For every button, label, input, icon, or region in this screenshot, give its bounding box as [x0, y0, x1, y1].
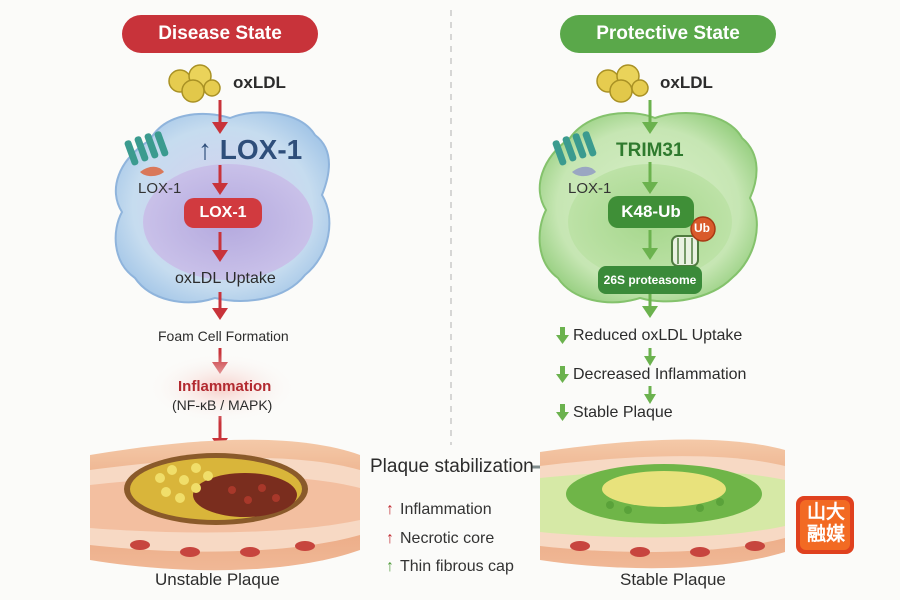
unstable-plaque-vessel: [90, 439, 360, 571]
k48-ub-box: K48-Ub: [608, 196, 694, 228]
legend-label: Thin fibrous cap: [400, 558, 514, 575]
proteasome-box: 26S proteasome: [598, 266, 702, 294]
legend-item-thin-fibrous-cap: ↑ Thin fibrous cap: [386, 558, 514, 576]
lox1-upregulated-label: ↑ LOX-1: [198, 134, 303, 165]
protective-state-title: Protective State: [560, 15, 776, 53]
outcome-1: Reduced oxLDL Uptake: [573, 327, 743, 344]
oxldl-label-left: oxLDL: [233, 73, 286, 92]
ub-label: Ub: [694, 221, 710, 235]
watermark-text: 山大融媒: [806, 502, 845, 545]
up-arrow-icon: ↑: [386, 530, 394, 547]
oxldl-particles-left: [168, 64, 221, 103]
lox1-receptor-icon-right: [552, 131, 597, 177]
pathway-label: (NF-κB / MAPK): [172, 397, 273, 413]
lox1-box: LOX-1: [184, 198, 262, 228]
unstable-plaque-caption: Unstable Plaque: [155, 570, 280, 589]
receptor-label-left: LOX-1: [138, 180, 182, 197]
ubiquitin-icon: [690, 216, 716, 242]
protective-arrows: [642, 100, 658, 404]
inflammation-glow: [147, 353, 297, 423]
inflammation-label: Inflammation: [178, 378, 272, 395]
disease-state-title: Disease State: [122, 15, 318, 53]
lox1-receptor-icon-left: [124, 131, 169, 177]
outcome-arrows: [556, 327, 569, 421]
watermark-logo: [796, 496, 854, 554]
up-arrow-icon: ↑: [386, 501, 394, 518]
legend-label: Inflammation: [400, 501, 492, 518]
outcome-3: Stable Plaque: [573, 404, 673, 421]
outcome-2: Decreased Inflammation: [573, 366, 747, 383]
stable-plaque-vessel: [540, 439, 785, 569]
uptake-label: oxLDL Uptake: [175, 270, 276, 287]
trim31-label: TRIM31: [616, 140, 684, 161]
transition-label: Plaque stabilization: [370, 456, 534, 477]
proteasome-icon: [671, 235, 699, 267]
legend-item-necrotic-core: ↑ Necrotic core: [386, 530, 494, 548]
oxldl-label-right: oxLDL: [660, 73, 713, 92]
foam-cell-label: Foam Cell Formation: [158, 328, 289, 344]
legend-item-inflammation: ↑ Inflammation: [386, 501, 492, 519]
legend-label: Necrotic core: [400, 530, 495, 547]
stable-plaque-caption: Stable Plaque: [620, 570, 726, 589]
up-arrow-icon: ↑: [386, 558, 394, 575]
receptor-label-right: LOX-1: [568, 180, 612, 197]
oxldl-particles-right: [596, 64, 649, 103]
